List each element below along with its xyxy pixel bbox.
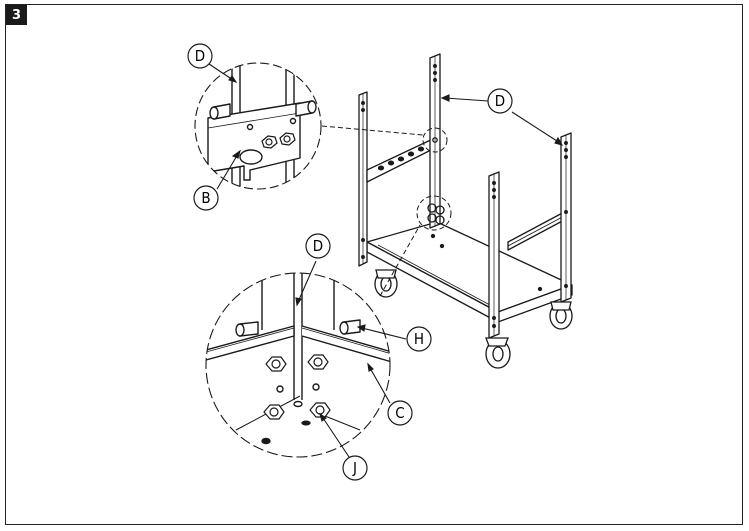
callout-c: C <box>387 400 413 426</box>
svg-text:D: D <box>195 47 205 65</box>
svg-text:J: J <box>352 459 357 477</box>
leg-rear-right <box>560 132 572 303</box>
callout-b: B <box>193 185 219 211</box>
rear-crossbar <box>507 209 569 251</box>
detail-marker-lower <box>416 195 452 231</box>
caster-wheel-front-right <box>485 337 511 369</box>
detail-link-lower <box>379 224 421 297</box>
caster-wheels <box>374 269 573 369</box>
callout-j: J <box>342 455 368 481</box>
svg-text:H: H <box>414 330 424 348</box>
diagram-frame <box>5 4 743 525</box>
cart-frame <box>358 53 573 339</box>
svg-text:C: C <box>395 404 404 422</box>
svg-text:D: D <box>313 237 323 255</box>
callout-d-bottom: D <box>305 233 331 259</box>
bottom-shelf <box>366 221 573 323</box>
leader-lines <box>208 63 564 458</box>
leg-rear-left <box>429 53 441 229</box>
callout-d-top-right: D <box>487 88 513 114</box>
step-number-badge: 3 <box>6 5 27 25</box>
caster-wheel-front-left <box>374 269 398 298</box>
callout-d-top-left: D <box>187 43 213 69</box>
side-bracket <box>366 136 438 183</box>
shelf-corner-bolts <box>427 203 445 225</box>
leg-front-left <box>358 91 368 267</box>
detail-markers <box>321 125 452 297</box>
detail-marker-upper <box>422 127 448 153</box>
leg-front-right <box>488 171 500 339</box>
svg-text:B: B <box>201 189 210 207</box>
svg-text:D: D <box>495 92 505 110</box>
callout-h: H <box>406 326 432 352</box>
detail-view-bottom <box>205 272 391 458</box>
caster-wheel-rear-right <box>549 301 573 330</box>
detail-view-top <box>194 62 322 190</box>
detail-link-upper <box>321 125 424 136</box>
